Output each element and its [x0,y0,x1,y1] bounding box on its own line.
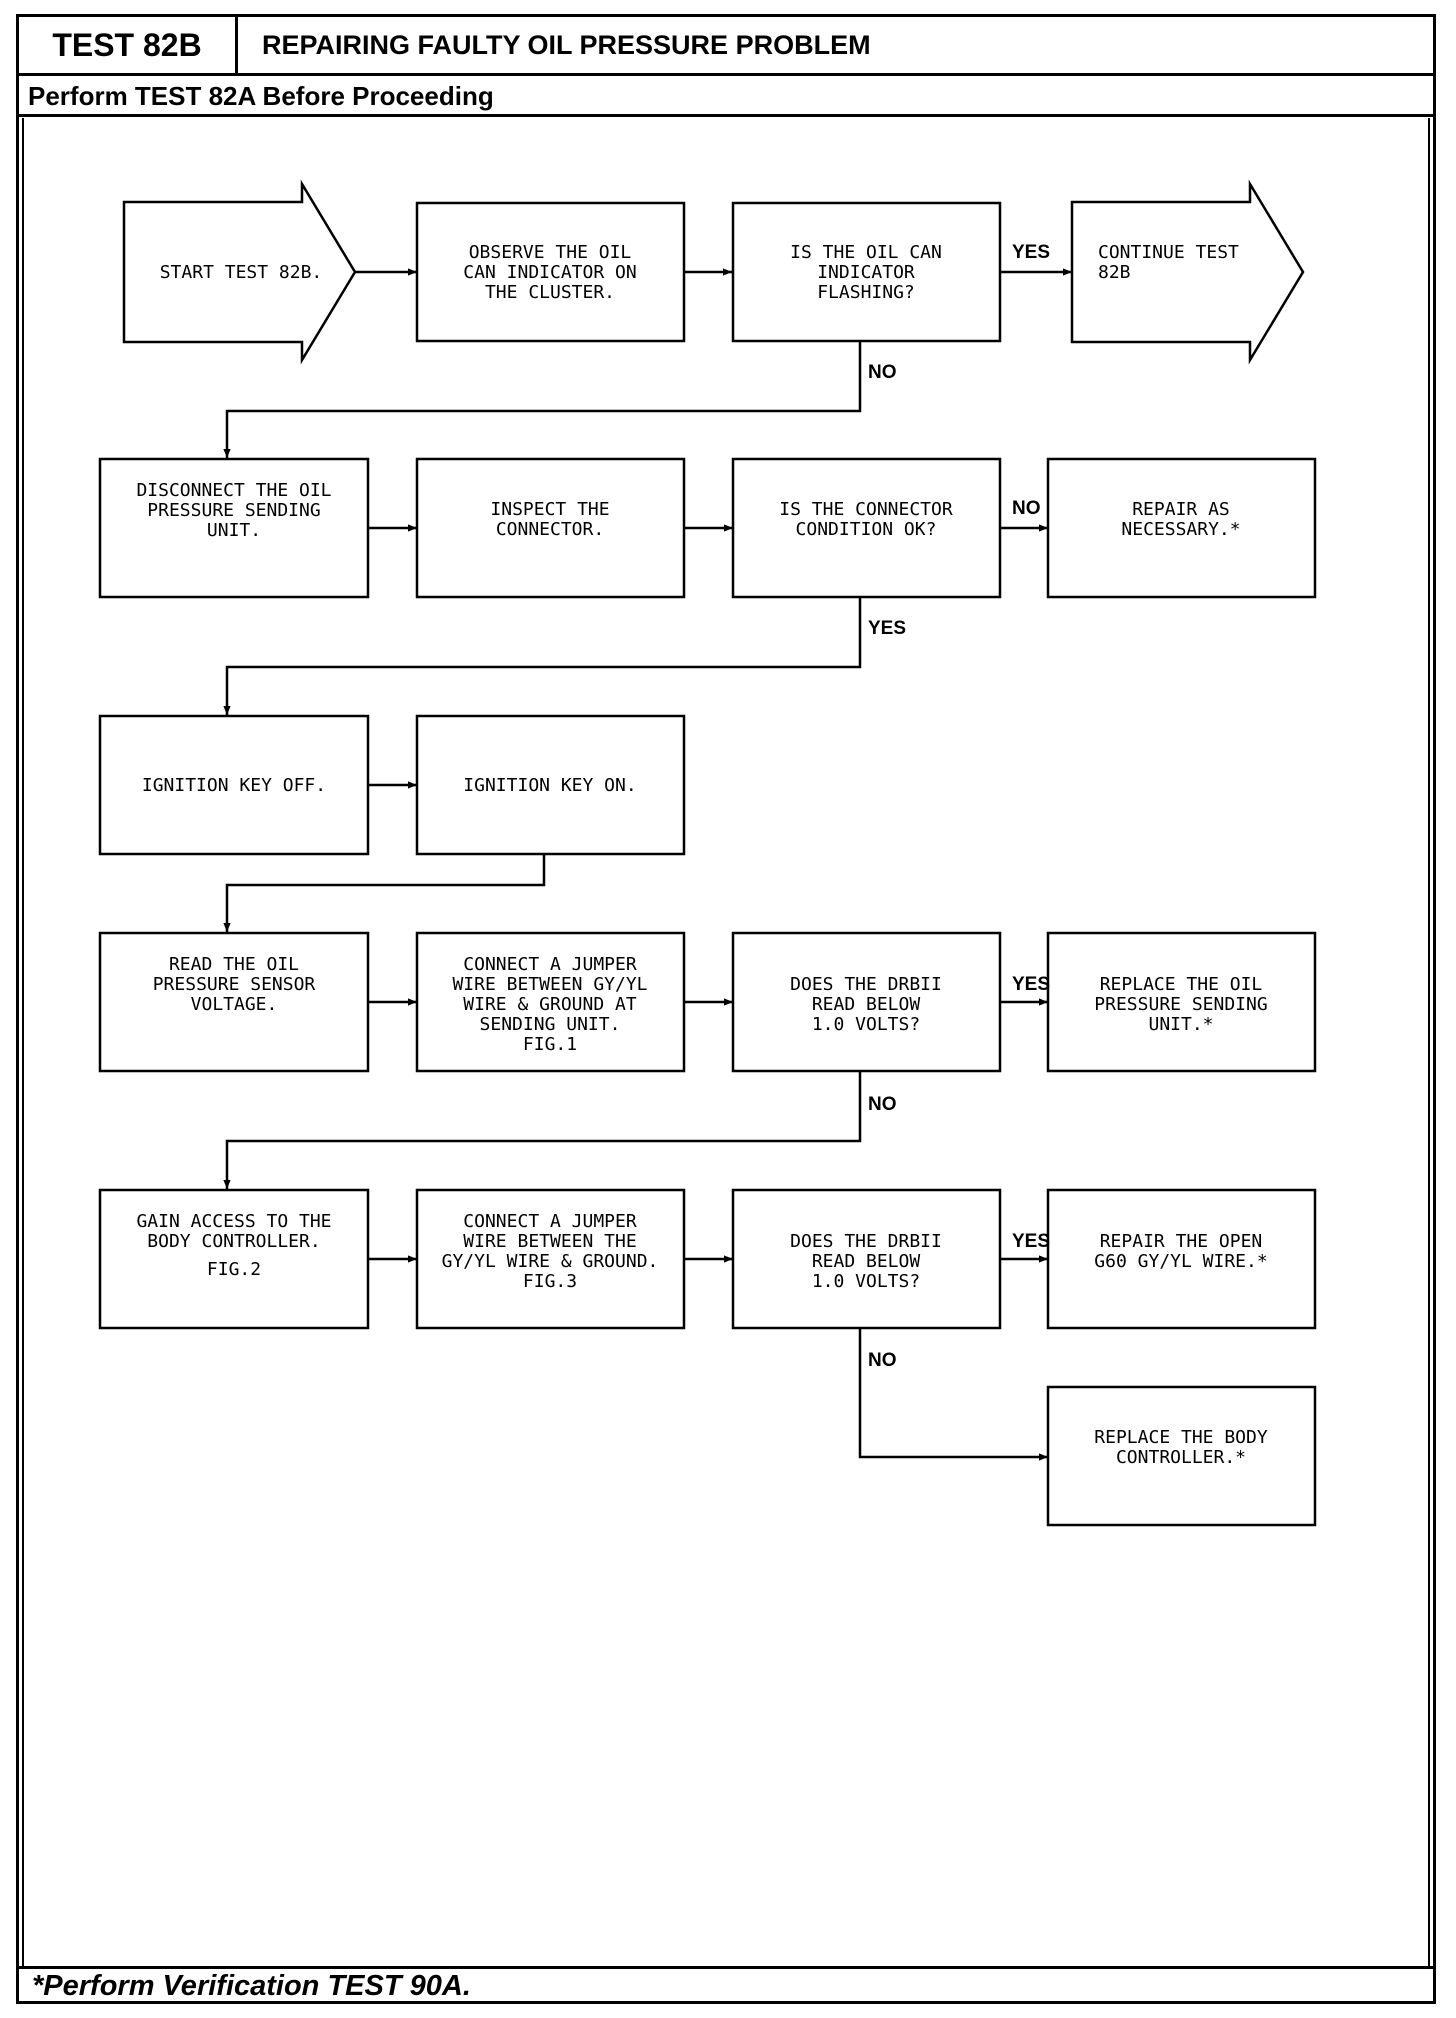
header-title-row [16,14,1436,76]
jumper2-box [415,1188,686,1330]
observe-box [415,201,686,343]
test-id: TEST 82B [52,27,202,63]
prerequisite-note: Perform TEST 82A Before Proceeding [28,81,494,111]
disconnect-box [98,457,370,599]
read-voltage-box [98,931,370,1073]
repair-open-box [1046,1188,1317,1330]
flow-arrow [223,855,546,932]
edge-label-volts1-yes: YES [1012,974,1050,995]
verification-footnote: *Perform Verification TEST 90A. [32,1970,471,2002]
edge-label-connector-yes: YES [868,618,906,639]
key-off-label: IGNITION KEY OFF. [142,775,326,796]
decision-volts2-box [731,1188,1002,1330]
edge-label-connector-no: NO [1012,498,1041,519]
key-on-label: IGNITION KEY ON. [463,775,636,796]
footer-rule [16,1966,1436,1969]
edge-label-volts1-no: NO [868,1094,897,1115]
flow-arrow [223,342,862,458]
flow-arrow [223,1072,862,1189]
flowchart-panel [22,118,1430,1968]
edge-label-flashing-yes: YES [1012,242,1050,263]
continue-arrow-shape [1070,179,1305,365]
replace-sender-box [1046,931,1317,1073]
header-rule [16,114,1436,117]
flow-arrow [858,1329,1048,1461]
replace-body-box [1046,1385,1317,1527]
key-on-box [415,714,686,856]
repair-necessary-box [1046,457,1317,599]
edge-label-volts2-yes: YES [1012,1231,1050,1252]
decision-volts1-box [731,931,1002,1073]
inspect-box [415,457,686,599]
header-divider [235,14,238,76]
start-arrow-shape [122,179,357,365]
flow-arrow [223,598,862,715]
key-off-box [98,714,370,856]
decision-flashing-box [731,201,1002,343]
edge-label-volts2-no: NO [868,1350,897,1371]
start-label: START TEST 82B. [160,262,323,283]
decision-connector-box [731,457,1002,599]
gain-access-box [98,1188,370,1330]
test-title: REPAIRING FAULTY OIL PRESSURE PROBLEM [262,30,871,60]
jumper1-box [415,931,686,1073]
edge-label-flashing-no: NO [868,362,897,383]
